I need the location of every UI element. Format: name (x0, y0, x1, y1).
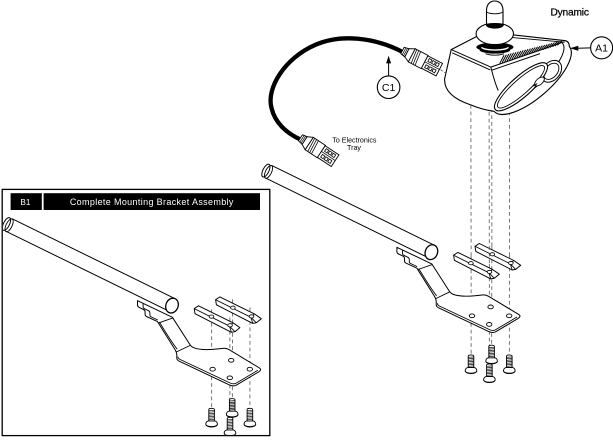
svg-text:To Electronics: To Electronics (332, 137, 377, 145)
svg-text:C1: C1 (382, 82, 396, 94)
svg-text:Dynamic: Dynamic (551, 8, 589, 19)
svg-text:Complete Mounting Bracket Asse: Complete Mounting Bracket Assembly (70, 197, 234, 207)
svg-text:A1: A1 (595, 43, 608, 55)
svg-text:B1: B1 (20, 198, 30, 207)
svg-text:Tray: Tray (347, 144, 361, 152)
